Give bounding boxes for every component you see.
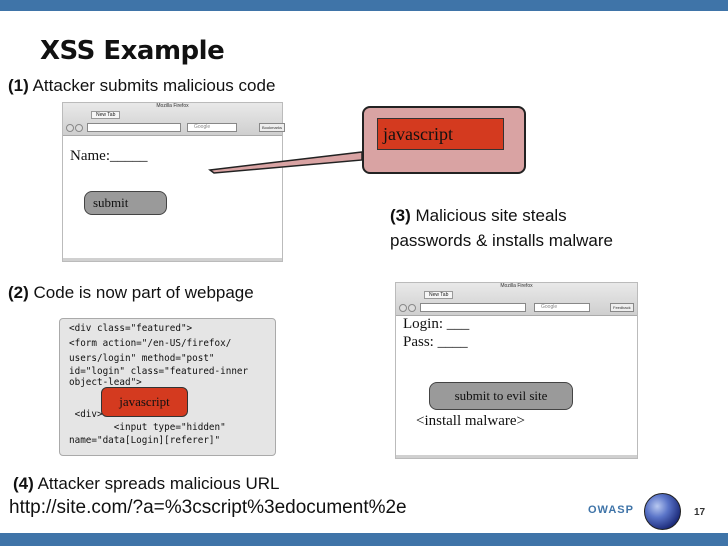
step3-number: (3): [390, 206, 411, 225]
code-line-2: <form action="/en-US/firefox/: [69, 338, 232, 349]
submit-button-1[interactable]: submit: [84, 191, 167, 215]
step4-caption: (4) Attacker spreads malicious URL: [13, 474, 279, 494]
code-line-8: name="data[Login][referer]": [69, 435, 221, 446]
login-field-label: Login: ___: [403, 316, 470, 332]
forward-icon[interactable]: [408, 304, 416, 312]
browser-chrome-1: Mozilla Firefox New Tab Google Bookmarks: [63, 103, 286, 136]
browser-chrome-2: Mozilla Firefox New Tab Google Feedback: [396, 283, 637, 316]
top-accent-bar: [0, 0, 728, 11]
bottom-accent-bar: [0, 533, 728, 546]
code-line-7: <input type="hidden": [69, 422, 226, 433]
browser-window-1: Mozilla Firefox New Tab Google Bookmarks…: [62, 102, 286, 262]
callout-pointer-shape: [208, 151, 363, 174]
step2-caption: (2) Code is now part of webpage: [8, 283, 254, 303]
back-icon[interactable]: [66, 124, 74, 132]
address-bar-1[interactable]: [87, 123, 181, 132]
code-line-5: object-lead">: [69, 377, 142, 388]
search-box-1[interactable]: Google: [187, 123, 237, 132]
status-bar-2: [396, 455, 637, 458]
step1-text: Attacker submits malicious code: [32, 76, 276, 95]
search-box-2[interactable]: Google: [534, 303, 590, 312]
address-bar-2[interactable]: [420, 303, 526, 312]
owasp-globe-icon: [644, 493, 681, 530]
back-icon[interactable]: [399, 304, 407, 312]
step3-line2: passwords & installs malware: [390, 231, 613, 250]
step2-number: (2): [8, 283, 29, 302]
step4-text: Attacker spreads malicious URL: [37, 474, 280, 493]
step2-text: Code is now part of webpage: [33, 283, 254, 302]
page-number: 17: [694, 507, 706, 518]
step1-caption: (1) Attacker submits malicious code: [8, 76, 275, 96]
code-line-3: users/login" method="post": [69, 353, 215, 364]
tab-new-tab-2[interactable]: New Tab: [424, 291, 454, 299]
code-line-6: <div>: [69, 409, 103, 420]
feedback-button-2[interactable]: Feedback: [610, 303, 634, 312]
status-bar-1: [63, 258, 282, 261]
step3-caption: (3) Malicious site steals passwords & in…: [390, 203, 613, 253]
browser-window-2: Mozilla Firefox New Tab Google Feedback …: [395, 282, 638, 459]
forward-icon[interactable]: [75, 124, 83, 132]
slide-title: XSS Example: [40, 36, 225, 66]
name-field-label: Name:_____: [70, 148, 148, 164]
code-line-4: id="login" class="featured-inner: [69, 366, 249, 377]
code-line-1: <div class="featured">: [69, 323, 193, 334]
owasp-brand: OWASP: [588, 504, 634, 516]
step1-number: (1): [8, 76, 29, 95]
injected-javascript-pill: javascript: [101, 387, 188, 417]
tab-new-tab-1[interactable]: New Tab: [91, 111, 121, 119]
step3-line1: Malicious site steals: [415, 206, 567, 225]
javascript-callout: javascript: [362, 106, 526, 174]
callout-javascript-label: javascript: [377, 118, 504, 150]
install-malware-label: <install malware>: [416, 413, 525, 429]
window-title-1: Mozilla Firefox: [156, 103, 189, 109]
malicious-url: http://site.com/?a=%3cscript%3edocument%…: [9, 497, 407, 518]
pass-field-label: Pass: ____: [403, 334, 468, 350]
step4-number: (4): [13, 474, 34, 493]
window-title-2: Mozilla Firefox: [500, 283, 533, 289]
submit-to-evil-site-button[interactable]: submit to evil site: [429, 382, 573, 410]
bookmarks-button-1[interactable]: Bookmarks: [259, 123, 286, 132]
